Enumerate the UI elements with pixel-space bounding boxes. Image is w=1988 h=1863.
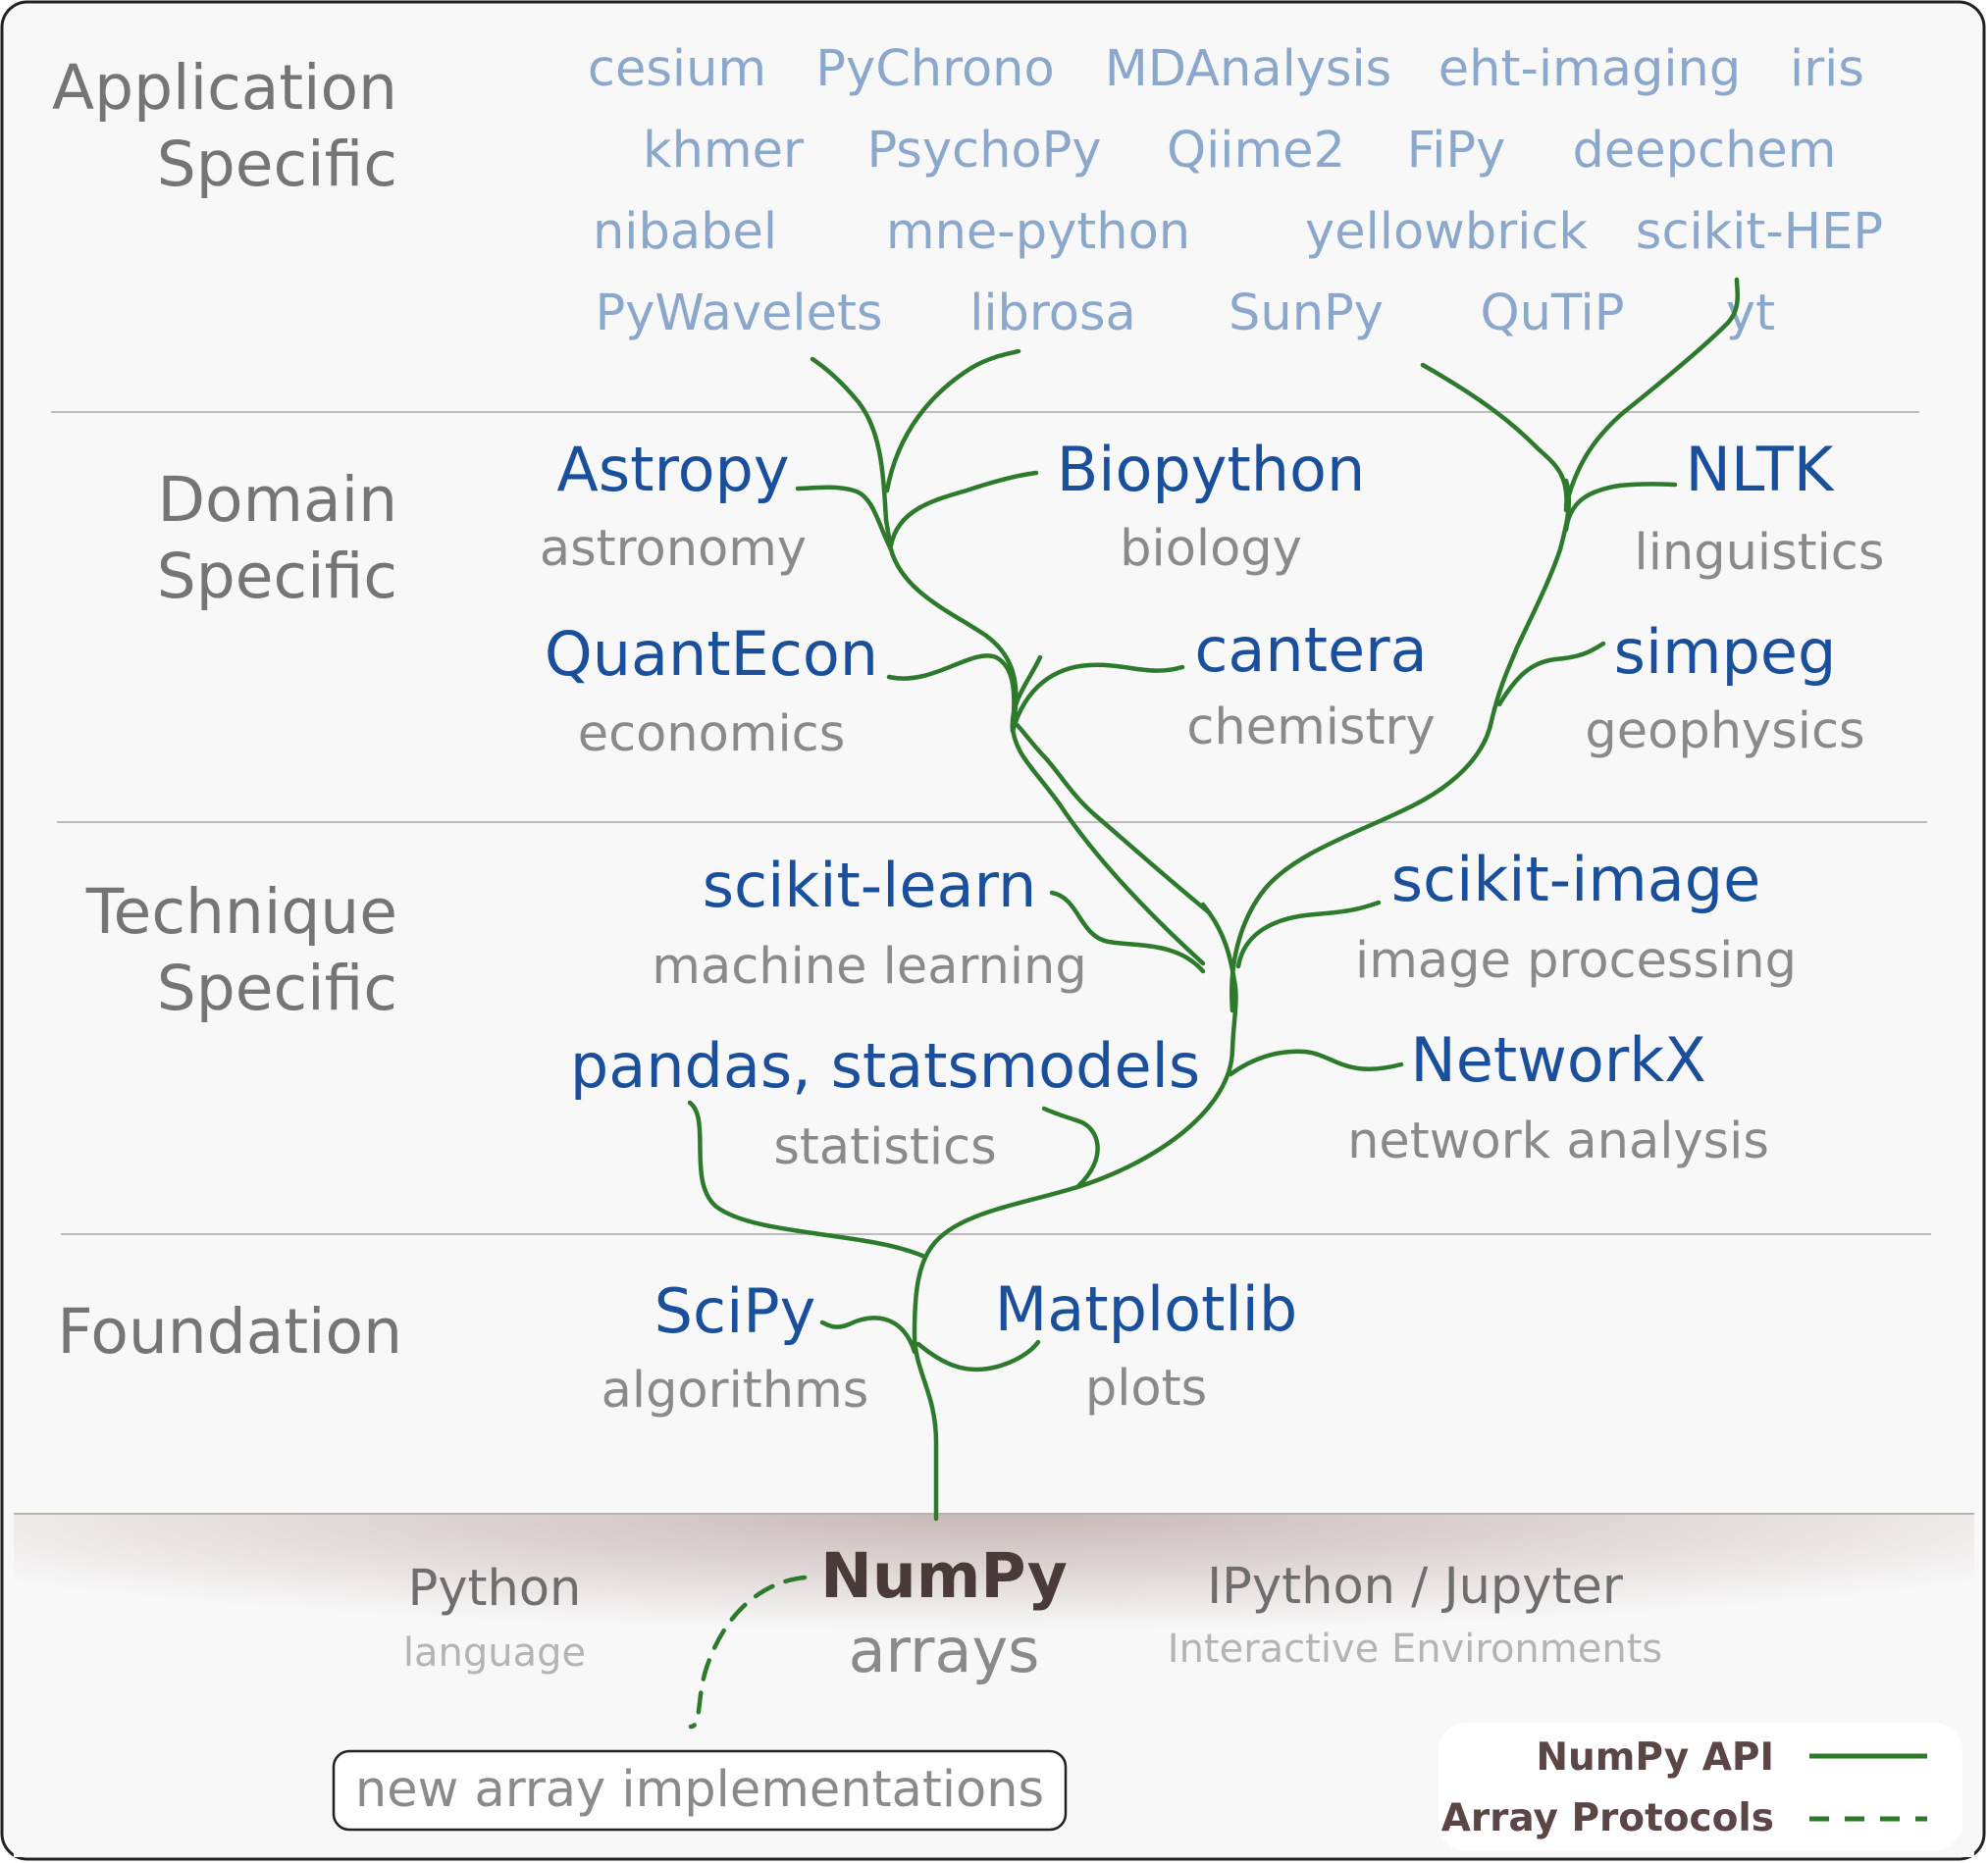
- right-main-branch: [1229, 478, 1572, 1013]
- package-desc-astropy: astronomy: [540, 520, 807, 578]
- app-package: SunPy: [1229, 285, 1384, 342]
- tier-label-technique-2: Specific: [157, 953, 397, 1024]
- package-name-networkx: NetworkX: [1410, 1024, 1705, 1096]
- app-package: eht-imaging: [1439, 40, 1741, 98]
- app-package: cesium: [588, 40, 766, 98]
- package-desc-networkx: network analysis: [1347, 1113, 1769, 1170]
- tier-label-foundation: Foundation: [57, 1296, 402, 1368]
- app-package: Qiime2: [1167, 122, 1345, 180]
- legend: NumPy API Array Protocols: [1439, 1723, 1962, 1850]
- scikit-learn-twig: [1049, 890, 1206, 974]
- package-desc-quantecon: economics: [578, 705, 846, 763]
- package-name-simpeg: simpeg: [1614, 616, 1837, 688]
- package-name-scipy: SciPy: [654, 1275, 816, 1347]
- tier-label-domain-2: Specific: [157, 541, 397, 612]
- app-package: scikit-HEP: [1636, 203, 1883, 261]
- numpy-desc: arrays: [849, 1615, 1040, 1686]
- app-package: librosa: [969, 285, 1136, 342]
- package-name-matplotlib: Matplotlib: [995, 1273, 1297, 1345]
- app-package: PsychoPy: [866, 122, 1101, 180]
- domain-packages: Astropy astronomy Biopython biology NLTK…: [540, 434, 1885, 763]
- application-packages: cesium PyChrono MDAnalysis eht-imaging i…: [588, 40, 1883, 342]
- app-fade-librosa: [884, 348, 1021, 493]
- app-package: MDAnalysis: [1105, 40, 1392, 98]
- astropy-twig: [795, 485, 894, 552]
- package-name-quantecon: QuantEcon: [545, 618, 878, 690]
- networkx-twig: [1228, 1049, 1404, 1077]
- package-desc-nltk: linguistics: [1635, 524, 1885, 582]
- app-package: FiPy: [1407, 122, 1506, 180]
- package-name-biopython: Biopython: [1057, 434, 1366, 505]
- package-name-nltk: NLTK: [1686, 434, 1835, 505]
- python-label: Python: [408, 1560, 582, 1618]
- app-fade-yt: [1563, 277, 1741, 508]
- scipy-twig: [819, 1316, 917, 1355]
- app-fade-left: [810, 356, 889, 523]
- simpeg-twig: [1496, 641, 1606, 707]
- package-name-scikit-image: scikit-image: [1391, 844, 1761, 915]
- app-fade-sunpy: [1420, 362, 1569, 513]
- package-name-cantera: cantera: [1194, 614, 1427, 686]
- ipython-label: IPython / Jupyter: [1207, 1558, 1623, 1616]
- app-package: mne-python: [886, 203, 1190, 261]
- package-desc-scipy: algorithms: [602, 1362, 869, 1420]
- base-layer: Python language NumPy arrays IPython / J…: [332, 1540, 1662, 1832]
- matplotlib-twig: [916, 1339, 1041, 1372]
- package-desc-simpeg: geophysics: [1585, 702, 1864, 760]
- new-arrays-label: new array implementations: [355, 1761, 1044, 1819]
- legend-label-protocols: Array Protocols: [1441, 1796, 1774, 1840]
- package-name-scikit-learn: scikit-learn: [703, 850, 1037, 921]
- tier-label-application-1: Application: [52, 52, 397, 124]
- python-desc: language: [403, 1630, 586, 1676]
- app-package: QuTiP: [1481, 285, 1625, 342]
- biopython-twig: [888, 470, 1039, 548]
- app-package: PyWavelets: [595, 285, 882, 342]
- foundation-packages: SciPy algorithms Matplotlib plots: [602, 1273, 1298, 1420]
- package-name-pandas-statsmodels: pandas, statsmodels: [570, 1030, 1200, 1102]
- app-package: khmer: [643, 122, 804, 180]
- package-desc-cantera: chemistry: [1186, 699, 1435, 756]
- scikit-image-twig: [1235, 900, 1382, 969]
- tier-label-application-2: Specific: [157, 129, 397, 200]
- package-desc-scikit-image: image processing: [1355, 932, 1797, 990]
- tier-label-technique-1: Technique: [85, 876, 397, 948]
- dependency-tree: [687, 277, 1741, 1730]
- statsmodels-twig: [1041, 1106, 1100, 1190]
- app-package: iris: [1790, 40, 1864, 98]
- package-desc-biopython: biology: [1120, 520, 1302, 578]
- package-desc-matplotlib: plots: [1085, 1360, 1207, 1418]
- app-package: yellowbrick: [1305, 203, 1588, 261]
- app-package: deepchem: [1573, 122, 1837, 180]
- package-name-astropy: Astropy: [556, 434, 789, 505]
- ipython-desc: Interactive Environments: [1168, 1627, 1662, 1672]
- technique-packages: scikit-learn machine learning scikit-ima…: [570, 844, 1797, 1176]
- numpy-label: NumPy: [820, 1540, 1068, 1612]
- cantera-twig: [1010, 662, 1185, 734]
- package-desc-pandas-statsmodels: statistics: [773, 1118, 996, 1176]
- app-package: nibabel: [593, 203, 777, 261]
- app-package: PyChrono: [815, 40, 1054, 98]
- pandas-twig: [687, 1100, 925, 1259]
- left-main-branch: [1010, 720, 1212, 915]
- legend-label-api: NumPy API: [1536, 1735, 1774, 1780]
- quantecon-twig: [886, 653, 1017, 731]
- left-trunk-branch: [1010, 654, 1206, 966]
- package-desc-scikit-learn: machine learning: [652, 938, 1086, 996]
- nltk-twig: [1563, 482, 1678, 533]
- new-arrays-box: [332, 1749, 1068, 1832]
- tier-label-domain-1: Domain: [158, 464, 397, 536]
